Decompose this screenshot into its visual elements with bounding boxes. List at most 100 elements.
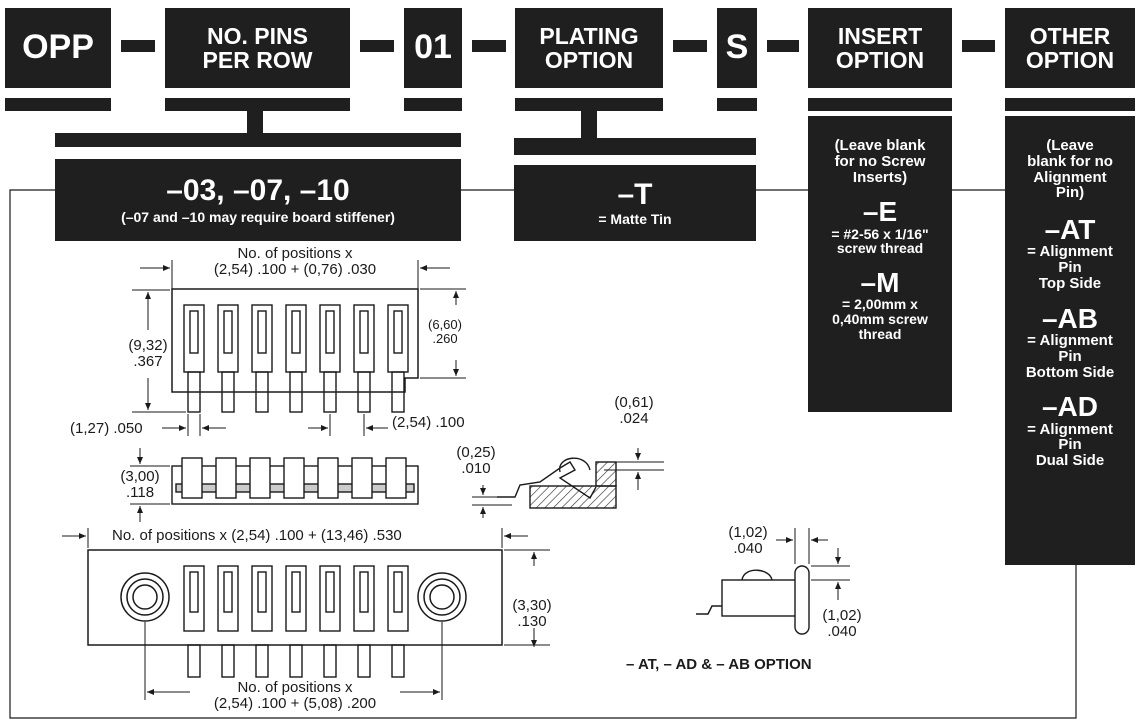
other-option-block: (Leave blank for no Alignment Pin) –AT =…	[1005, 126, 1135, 565]
pins-label-line1: NO. PINS	[207, 22, 308, 49]
insert-e-desc-1: = #2-56 x 1/16"	[831, 225, 929, 242]
dim-pin-length-in: .040	[827, 622, 857, 640]
separator-dash	[472, 40, 506, 52]
dim-side-height-in: .118	[125, 483, 155, 501]
underline-bar	[808, 98, 952, 111]
dim-body-height-mm: (6,60)	[428, 317, 462, 332]
insert-label-line1: INSERT	[837, 22, 923, 49]
connector-side-view	[171, 457, 419, 505]
dim-bottom-width: No. of positions x (2,54) .100 + (5,08) …	[170, 680, 420, 712]
other-blank-note-1: (Leave	[1046, 137, 1094, 154]
plating-option-desc: = Matte Tin	[598, 211, 672, 228]
prefix-block: OPP	[5, 8, 111, 88]
other-ad-code: –AD	[1041, 391, 1098, 423]
underline-bar	[165, 98, 350, 111]
dim-clip-top-in: .024	[619, 409, 649, 427]
bracket-bar	[808, 116, 952, 126]
dim-flange-height-in: .130	[517, 612, 547, 630]
dim-flange-height-mm: (3,30)	[512, 597, 552, 614]
dim-top-width: No. of positions x (2,54) .100 + (0,76) …	[180, 246, 410, 278]
other-at-code: –AT	[1044, 214, 1096, 245]
other-ab-desc-2: Pin	[1058, 347, 1082, 365]
dimension-lines	[62, 260, 850, 700]
bracket-bar	[1005, 116, 1135, 126]
dim-clip-top: (0,61) .024	[604, 395, 664, 427]
other-ab-desc-3: Bottom Side	[1025, 363, 1115, 381]
pins-per-row-block: NO. PINS PER ROW	[165, 8, 350, 88]
plating-label-line2: OPTION	[544, 47, 634, 73]
dim-flange-height: (3,30) .130	[504, 598, 560, 630]
other-ad-desc-2: Pin	[1058, 436, 1082, 454]
prefix-label: OPP	[22, 28, 94, 67]
s-code-block: S	[717, 8, 757, 88]
connector-top-view	[171, 288, 419, 413]
insert-m-desc-3: thread	[858, 325, 902, 342]
pins-option-block: –03, –07, –10 (–07 and –10 may require b…	[55, 159, 461, 241]
insert-m-code: –M	[860, 267, 900, 299]
separator-dash	[360, 40, 394, 52]
option-caption: – AT, – AD & – AB OPTION	[626, 656, 812, 673]
other-ad-desc-1: = Alignment	[1027, 420, 1113, 438]
insert-blank-note-2: for no Screw	[834, 152, 926, 170]
other-label-line1: OTHER	[1029, 22, 1111, 49]
dim-body-height: (6,60) .260	[420, 318, 470, 345]
plating-option-block: –T = Matte Tin	[514, 165, 756, 241]
underline-bar	[717, 98, 757, 111]
dim-pitch: (2,54) .100	[392, 414, 465, 431]
bracket-stem	[247, 111, 263, 133]
dim-clip-gap-in: .010	[461, 459, 491, 477]
other-at-desc-1: = Alignment	[1027, 243, 1113, 261]
pins-option-note: (–07 and –10 may require board stiffener…	[121, 208, 395, 225]
dim-side-height: (3,00) .118	[108, 469, 172, 501]
dim-top-width-line2: (2,54) .100 + (0,76) .030	[213, 260, 377, 278]
other-ab-desc-1: = Alignment	[1027, 332, 1113, 350]
other-blank-note-2: blank for no	[1027, 152, 1113, 170]
dim-pin-diameter-mm: (1,02)	[728, 524, 768, 541]
bracket-stem	[581, 111, 597, 138]
insert-blank-note-1: (Leave blank	[834, 137, 926, 154]
insert-blank-note-3: Inserts)	[852, 168, 908, 186]
plating-block: PLATING OPTION	[515, 8, 663, 88]
other-blank-note-4: Pin)	[1055, 184, 1085, 202]
dim-clip-gap-mm: (0,25)	[456, 444, 496, 461]
underline-bar	[515, 98, 663, 111]
option-connector-lines	[9, 189, 1077, 719]
dim-pin-diameter: (1,02) .040	[718, 525, 778, 557]
other-at-desc-3: Top Side	[1038, 274, 1102, 292]
dim-bottom-width-line1: No. of positions x	[237, 679, 353, 696]
other-block: OTHER OPTION	[1005, 8, 1135, 88]
connector-bottom-view	[87, 549, 503, 678]
s-code-label: S	[725, 28, 749, 67]
bracket-bar	[514, 138, 756, 155]
other-ad-desc-3: Dual Side	[1035, 452, 1105, 470]
other-ab-code: –AB	[1041, 302, 1098, 334]
insert-option-block: (Leave blank for no Screw Inserts) –E = …	[808, 126, 952, 412]
separator-dash	[962, 40, 995, 52]
dim-tail-spacing: (1,27) .050	[70, 420, 143, 437]
dim-overall-height: (9,32) .367	[118, 338, 178, 370]
dim-bottom-width-line2: (2,54) .100 + (5,08) .200	[213, 694, 377, 712]
dim-overall-height-mm: (9,32)	[128, 337, 168, 354]
code-block: 01	[404, 8, 462, 88]
pins-option-values: –03, –07, –10	[166, 174, 350, 208]
insert-label-line2: OPTION	[835, 47, 925, 73]
dim-overall-height-in: .367	[133, 352, 163, 370]
insert-block: INSERT OPTION	[808, 8, 952, 88]
separator-dash	[121, 40, 155, 52]
insert-m-desc-1: = 2,00mm x	[842, 296, 918, 313]
insert-e-desc-2: screw thread	[836, 240, 924, 257]
dim-side-height-mm: (3,00)	[120, 468, 160, 485]
dim-clip-top-mm: (0,61)	[614, 394, 654, 411]
dim-top-width-line1: No. of positions x	[237, 245, 353, 262]
separator-dash	[767, 40, 799, 52]
underline-bar	[404, 98, 462, 111]
underline-bar	[5, 98, 111, 111]
dim-pin-length-mm: (1,02)	[822, 607, 862, 624]
underline-bar	[1005, 98, 1135, 111]
dim-pin-length: (1,02) .040	[812, 608, 872, 640]
insert-m-desc-2: 0,40mm screw	[832, 311, 928, 328]
dim-flange-width: No. of positions x (2,54) .100 + (13,46)…	[112, 527, 402, 544]
dim-body-height-in: .260	[432, 330, 458, 346]
bracket-bar	[55, 133, 461, 147]
